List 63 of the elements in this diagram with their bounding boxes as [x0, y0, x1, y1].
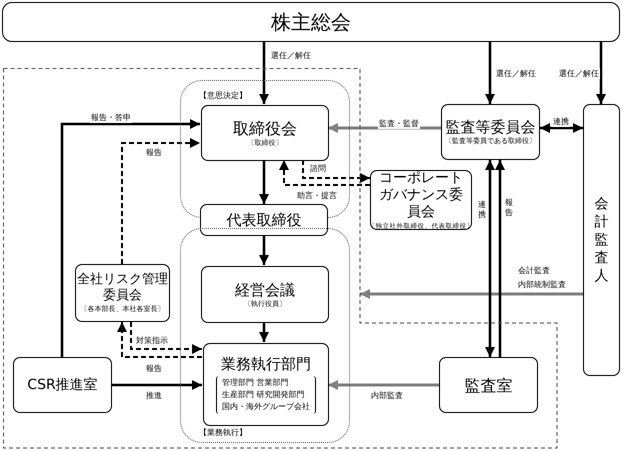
process-box — [13, 357, 112, 413]
process-box — [2, 2, 620, 42]
node-title: 会計監査人 — [594, 195, 608, 285]
list-item: 国内・海外グループ会社 — [222, 401, 310, 413]
arrow — [485, 42, 495, 104]
edge-label: 報告 — [145, 147, 163, 158]
node-title: 取締役会 — [233, 118, 297, 138]
arrow — [328, 380, 439, 390]
edge-label: 連携 — [552, 116, 570, 127]
process-box — [370, 170, 472, 230]
group-region — [180, 228, 350, 443]
arrow — [596, 42, 606, 104]
edge-label: 選任／解任 — [558, 68, 600, 79]
edge-label: 報告・答申 — [90, 112, 132, 123]
arrow — [259, 42, 269, 104]
node-title: 業務執行部門 — [221, 355, 311, 373]
node-title: コーポレートガバナンス委員会 — [378, 170, 464, 220]
node-title: 株主総会 — [271, 10, 351, 34]
node-title: 全社リスク管理委員会 — [76, 272, 169, 304]
arrow — [259, 236, 269, 265]
arrow — [495, 160, 505, 357]
process-box — [201, 266, 329, 323]
edge-label: 推進 — [145, 390, 163, 401]
arrow — [130, 322, 202, 354]
process-box — [441, 104, 540, 160]
group-label: 【意思決定】 — [199, 91, 247, 101]
arrow — [328, 123, 441, 133]
edge-label: 内部監査 — [370, 390, 404, 401]
edge-label: 助言・提言 — [296, 190, 338, 201]
node-title: 代表取締役 — [226, 211, 302, 229]
edge-label: 報告 — [145, 363, 163, 374]
arrow — [540, 123, 583, 133]
edge-label: 会計監査内部統制監査 — [517, 265, 567, 291]
node-title: 経営会議 — [235, 280, 295, 298]
process-box — [201, 105, 329, 161]
group-label: 【業務執行】 — [199, 428, 247, 438]
arrow — [259, 322, 269, 342]
arrow — [112, 380, 202, 390]
edge-label: 報告 — [504, 198, 514, 218]
process-box — [203, 343, 329, 426]
edge-label: 選任／解任 — [270, 50, 312, 61]
arrow — [302, 160, 370, 183]
arrow — [121, 138, 200, 264]
arrow — [259, 160, 269, 204]
process-box — [583, 104, 620, 376]
edge-label: 監査・監督 — [378, 118, 420, 129]
list-item: 管理部門 営業部門 — [222, 377, 290, 389]
edge-label: 連携 — [477, 200, 487, 220]
node-title: 監査等委員会 — [446, 118, 536, 136]
node-title: CSR推進室 — [27, 376, 98, 394]
arrow — [360, 289, 583, 299]
edge-label: 対策指示 — [135, 335, 169, 346]
edge-label: 選任／解任 — [495, 68, 537, 79]
edge-label: 諮問 — [309, 163, 327, 174]
process-box — [75, 264, 170, 322]
arrow — [117, 322, 202, 358]
arrow — [279, 160, 370, 186]
process-box — [200, 204, 328, 236]
arrow — [485, 160, 495, 357]
process-box — [439, 357, 538, 413]
arrow — [60, 119, 200, 357]
node-title: 監査室 — [464, 376, 512, 394]
list-item: 生産部門 研究開発部門 — [222, 389, 306, 401]
